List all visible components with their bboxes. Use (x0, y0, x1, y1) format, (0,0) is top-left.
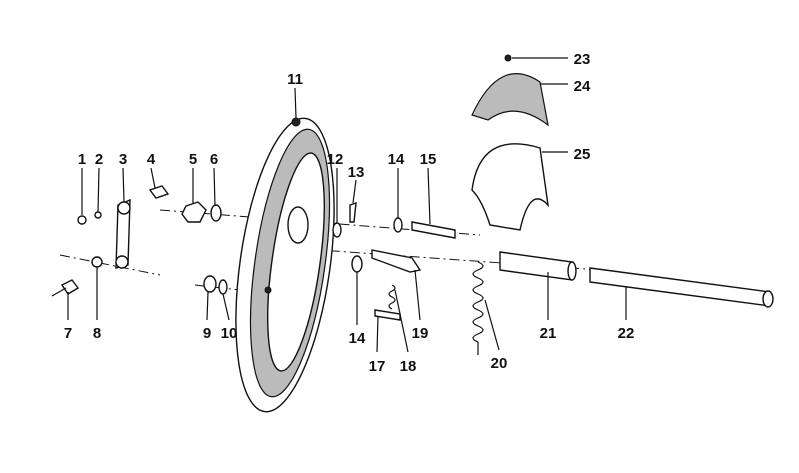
callout-17: 17 (369, 358, 386, 375)
callout-8: 8 (93, 325, 101, 342)
callout-23: 23 (574, 51, 591, 68)
callout-15: 15 (420, 151, 437, 168)
callout-22: 22 (618, 325, 635, 342)
axis-line-left (59, 254, 161, 276)
callout-20: 20 (491, 355, 508, 372)
backing-plate (235, 117, 335, 413)
nut-washers (181, 201, 228, 295)
callout-24: 24 (574, 78, 591, 95)
callout-21: 21 (540, 325, 557, 342)
callout-1: 1 (78, 151, 86, 168)
callout-2: 2 (95, 151, 103, 168)
callout-3: 3 (119, 151, 127, 168)
callout-11: 11 (287, 71, 303, 88)
callout-19: 19 (412, 325, 429, 342)
callout-18: 18 (400, 358, 417, 375)
leader-lines (67, 57, 627, 353)
callout-13: 13 (348, 164, 365, 181)
small-parts (332, 201, 484, 355)
callout-25: 25 (574, 146, 591, 163)
callout-5: 5 (189, 151, 197, 168)
axis-line-middle (249, 244, 601, 271)
callout-9: 9 (203, 325, 211, 342)
callout-14-lower: 14 (349, 330, 366, 347)
callout-14-upper: 14 (388, 151, 405, 168)
callout-7: 7 (64, 325, 72, 342)
shaft-parts (499, 251, 774, 308)
brake-shoes (471, 54, 550, 231)
lever-assembly (51, 185, 170, 297)
axis-line-lower (194, 284, 241, 291)
callout-6: 6 (210, 151, 218, 168)
callout-4: 4 (147, 151, 156, 168)
callout-10: 10 (221, 325, 238, 342)
callout-12: 12 (327, 151, 344, 168)
